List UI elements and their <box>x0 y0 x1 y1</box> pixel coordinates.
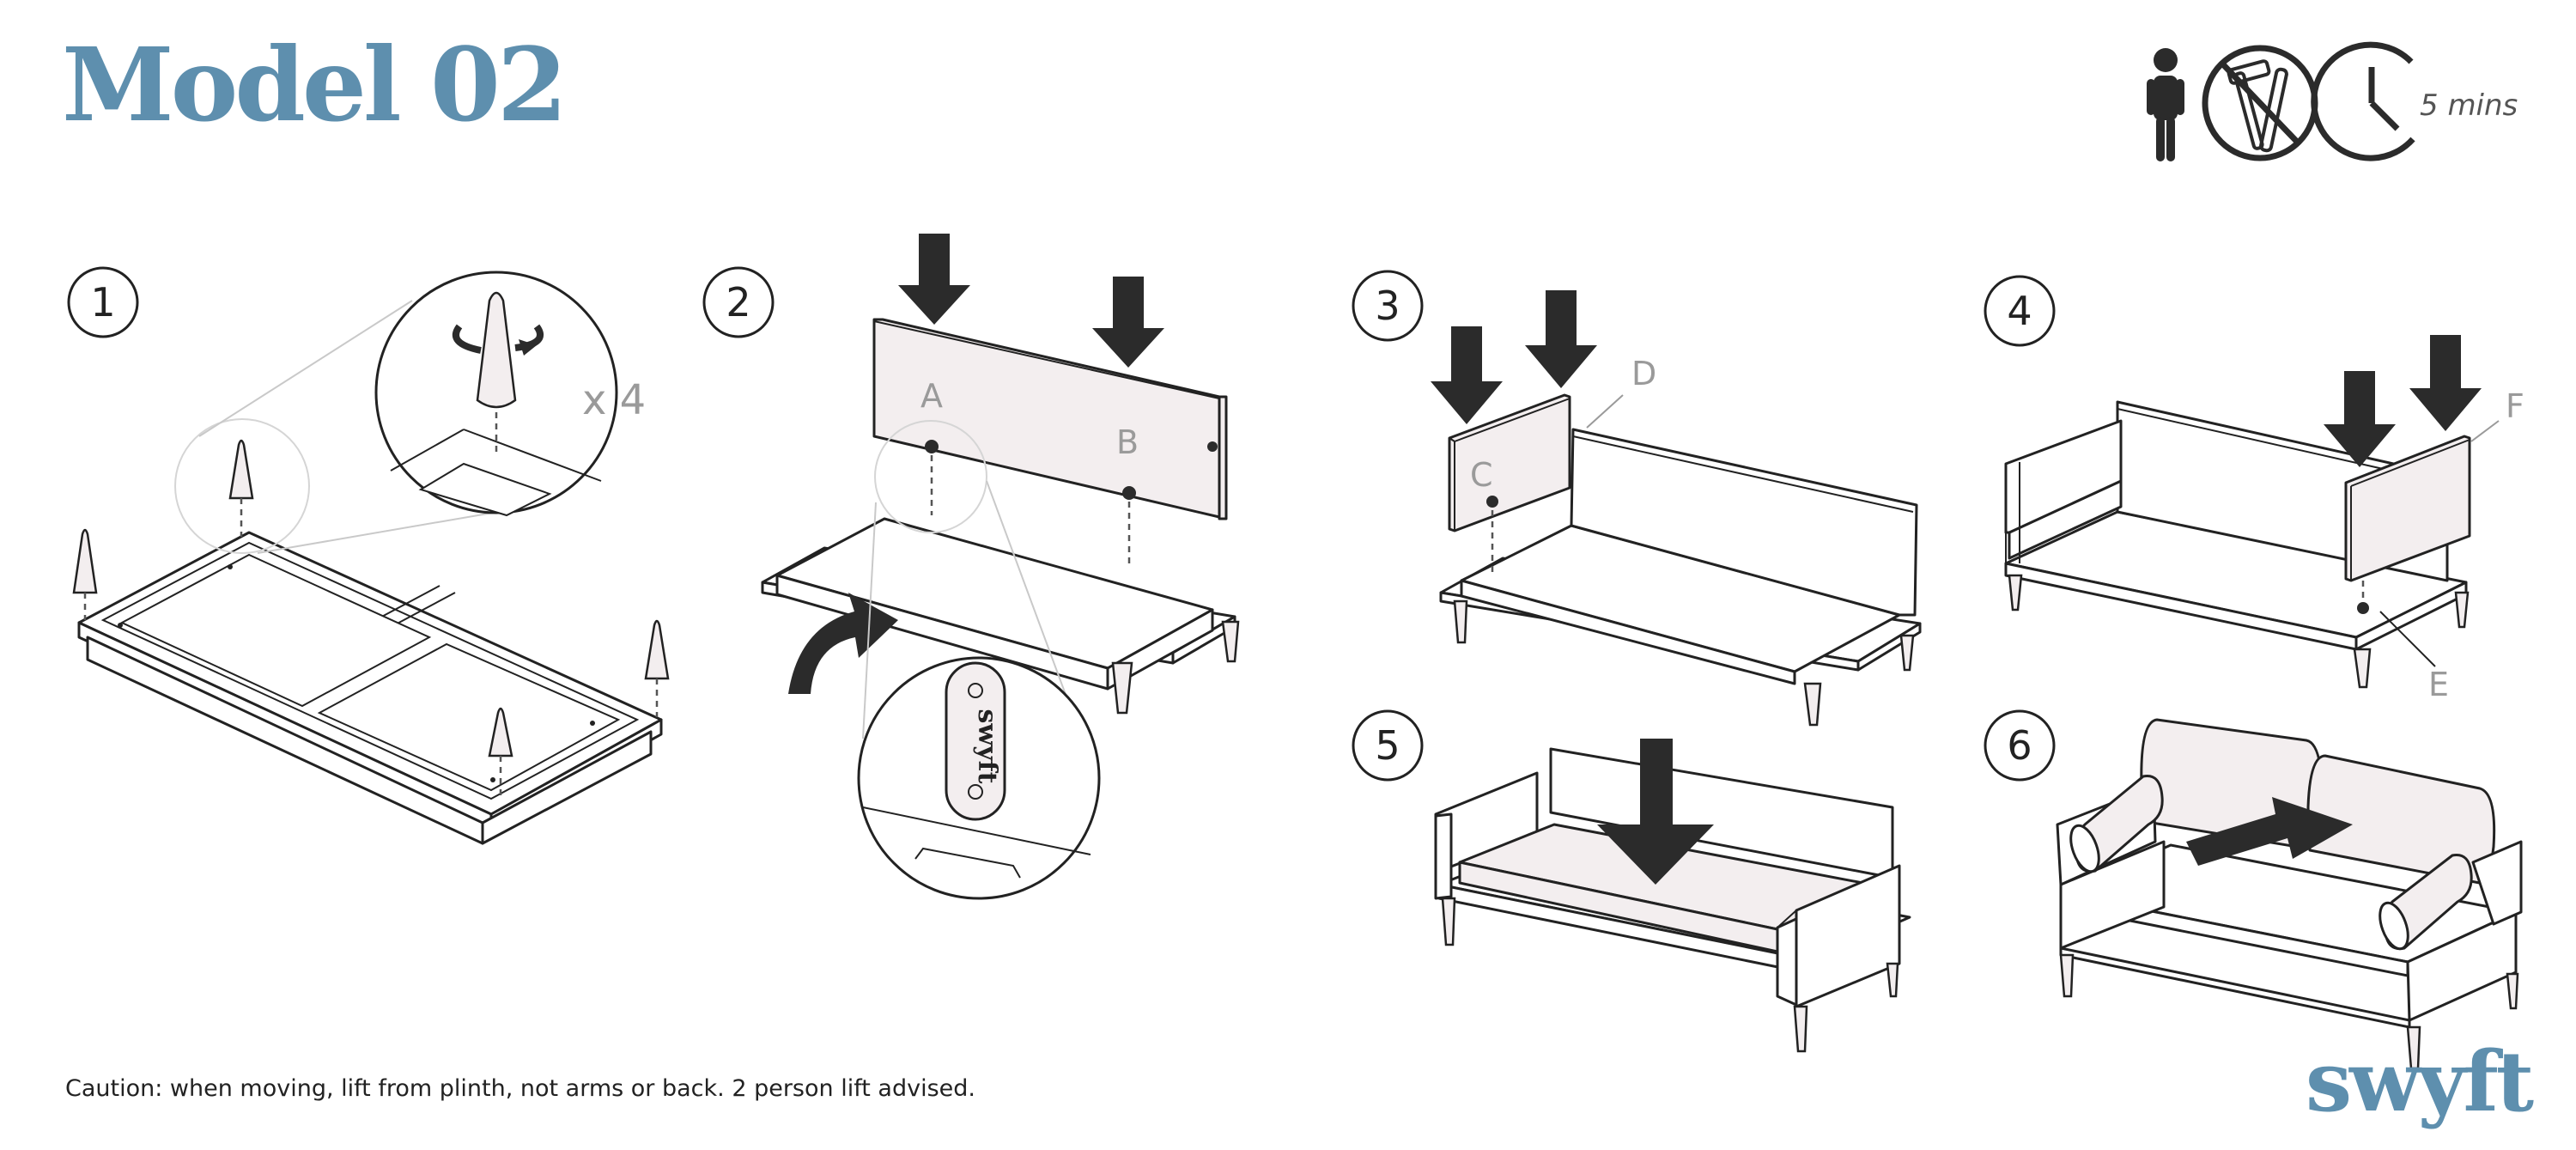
down-arrow <box>898 234 970 325</box>
leg <box>228 439 254 537</box>
step-4: 4 E F <box>1984 275 2524 703</box>
clock-icon: 5 mins <box>2311 41 2518 161</box>
leg-multiplier: x 4 <box>582 376 646 424</box>
down-arrow <box>2324 371 2396 467</box>
step-5: 5 <box>1352 709 1911 1053</box>
bolster-cushion <box>2379 853 2473 951</box>
step-6-number: 6 <box>2007 722 2032 769</box>
no-tools-icon <box>2202 45 2318 161</box>
arm-panel <box>2344 435 2471 582</box>
bolster-cushion <box>2069 775 2164 873</box>
plinth-frame <box>77 531 663 845</box>
backrest-panel <box>872 318 1228 520</box>
label-c: C <box>1470 456 1493 494</box>
connector-detail-zoom: swyft <box>857 656 1101 900</box>
caution-note: Caution: when moving, lift from plinth, … <box>65 1075 975 1102</box>
push-arrow <box>2186 797 2353 866</box>
step-2-number: 2 <box>726 279 750 326</box>
step-5-number: 5 <box>1375 722 1400 769</box>
down-arrow <box>1431 326 1503 424</box>
step-1: 1 <box>67 266 670 845</box>
label-d: D <box>1631 355 1656 392</box>
brand-logo: swyft <box>2306 1033 2534 1130</box>
time-label: 5 mins <box>2420 88 2518 123</box>
step-1-number: 1 <box>90 279 115 326</box>
back-cushion <box>2306 754 2496 886</box>
curved-arrow <box>756 593 898 694</box>
down-arrow <box>1092 277 1164 368</box>
page-title: Model 02 <box>62 25 568 144</box>
step-3: 3 C D <box>1352 270 1922 727</box>
step-2: 2 A B <box>702 234 1240 900</box>
leg-detail-zoom <box>374 271 618 517</box>
leg <box>72 528 98 620</box>
down-arrow <box>1597 739 1714 885</box>
step-3-number: 3 <box>1375 283 1400 329</box>
label-a: A <box>920 377 943 415</box>
down-arrow <box>1525 290 1597 388</box>
step-6: 6 <box>1984 709 2523 1070</box>
down-arrow <box>2409 335 2482 431</box>
arm-panel <box>1448 393 1571 532</box>
leg <box>644 619 670 717</box>
label-f: F <box>2506 387 2524 425</box>
label-b: B <box>1116 423 1139 461</box>
connector-brand: swyft <box>972 709 1002 784</box>
step-4-number: 4 <box>2007 288 2032 334</box>
leg <box>488 707 513 797</box>
person-icon <box>2147 48 2184 161</box>
label-e: E <box>2428 666 2449 703</box>
